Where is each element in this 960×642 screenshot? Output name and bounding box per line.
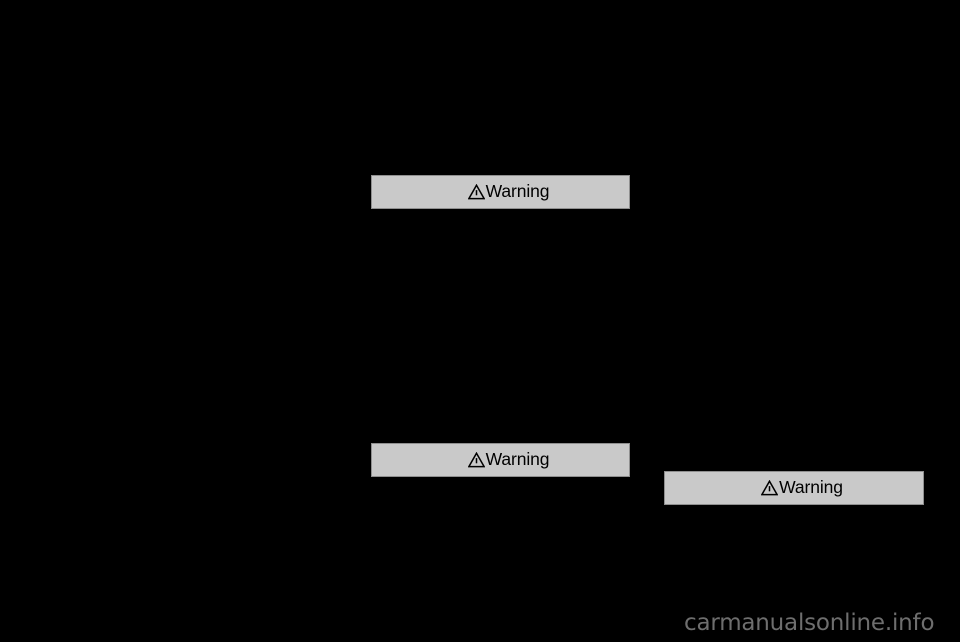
warning-label: Warning — [485, 181, 550, 202]
warning-banner-2: Warning — [371, 443, 630, 477]
warning-label: Warning — [485, 449, 550, 470]
site-watermark: carmanualsonline.info — [684, 610, 935, 636]
warning-banner-content: Warning — [467, 181, 550, 202]
warning-banner-3: Warning — [664, 471, 924, 505]
warning-label: Warning — [779, 477, 843, 498]
warning-banner-content: Warning — [467, 449, 550, 470]
warning-banner-1: Warning — [371, 175, 630, 209]
warning-banner-content: Warning — [761, 479, 843, 497]
warning-triangle-icon — [761, 480, 779, 496]
warning-triangle-icon — [467, 452, 485, 468]
warning-triangle-icon — [467, 184, 485, 200]
